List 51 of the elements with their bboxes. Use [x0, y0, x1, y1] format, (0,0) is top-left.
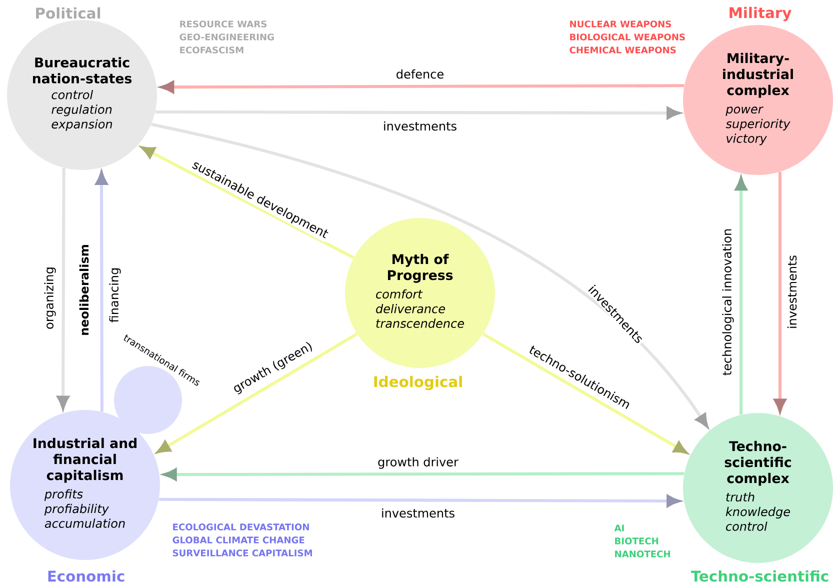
edge-label: technological innovation: [720, 227, 736, 377]
node-label: power: [726, 106, 764, 116]
circle-node: Industrial and financial capitalism profits profiability accumulation: [10, 410, 160, 560]
node-label: Industrial and financial capitalism: [34, 438, 136, 483]
note-text: AI: [614, 524, 624, 532]
node-label: Techno-scientific complex: [724, 440, 791, 486]
node-label: profits: [44, 489, 83, 501]
circle-node: Myth of Progress comfort deliverance transcendence: [345, 218, 495, 368]
node-label: regulation: [52, 104, 112, 116]
group-heading: Economic: [48, 570, 124, 582]
group-heading: Military: [730, 6, 792, 22]
note-text: NUCLEAR WEAPONS: [570, 20, 672, 28]
node-label: superiority: [726, 118, 790, 131]
node-label: victory: [726, 134, 767, 146]
edge-label: defence: [394, 68, 446, 80]
node-label: expansion: [52, 119, 112, 131]
circle-node: Bureaucratic nation-states control regulation expansion: [7, 20, 157, 170]
node-label: Myth of Progress: [388, 254, 453, 283]
edge-label: organizing: [42, 265, 58, 331]
note-text: ECOLOGICAL DEVASTATION: [173, 524, 309, 530]
arrow: [141, 146, 354, 260]
group-heading: Ideological: [374, 376, 462, 390]
note-text: GLOBAL CLIMATE CHANGE: [172, 536, 304, 544]
edge-label: growth driver: [376, 456, 460, 470]
node-label: comfort: [376, 289, 423, 299]
edge-label: financing: [108, 266, 122, 324]
note-text: RESOURCE WARS: [180, 20, 266, 28]
group-heading: Techno-scientific: [690, 570, 828, 582]
note-text: GEO-ENGINEERING: [180, 34, 274, 40]
note-text: SURVEILLANCE CAPITALISM: [172, 550, 312, 556]
node-label: control: [726, 522, 768, 531]
note-text: BIOLOGICAL WEAPONS: [570, 34, 685, 40]
group-heading: Political: [36, 7, 100, 19]
node-label: truth: [726, 492, 754, 502]
node-label: knowledge: [726, 506, 790, 519]
note-text: BIOTECH: [615, 538, 658, 544]
node-label: profiability: [44, 504, 110, 516]
arrow: [150, 122, 708, 428]
edge-label: investments: [382, 120, 458, 132]
edge-label: investments: [786, 254, 798, 330]
rotated-label: neoliberalism: [79, 245, 89, 335]
node-label: control: [52, 90, 94, 100]
node-label: accumulation: [44, 518, 125, 528]
note-text: ECOFASCISM: [180, 46, 244, 54]
note-text: NANOTECH: [615, 550, 670, 558]
node-label: transcendence: [376, 318, 464, 328]
node-label: Bureaucratic nation-states: [33, 57, 132, 84]
edge-label: investments: [380, 507, 456, 519]
node-label: Military-industrial complex: [723, 52, 793, 98]
circle-node: Techno-scientific complex truth knowledge control: [683, 413, 833, 563]
node-label: deliverance: [376, 304, 445, 314]
